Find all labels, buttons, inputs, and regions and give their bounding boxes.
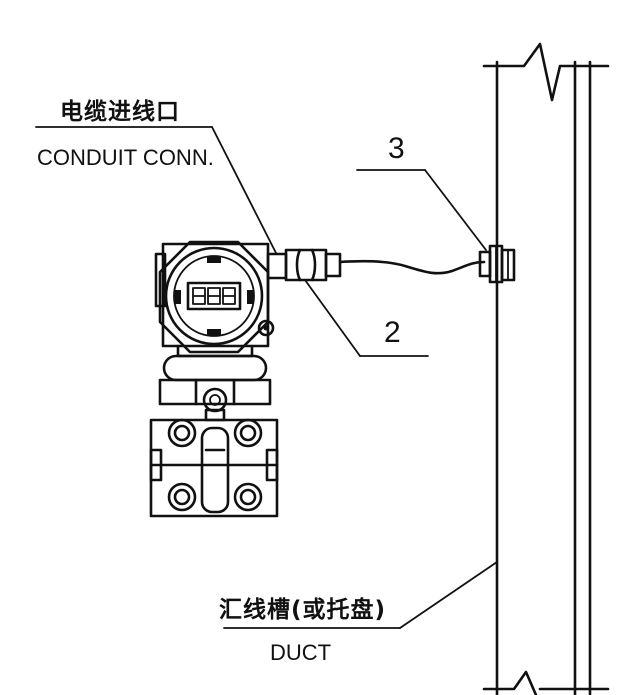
transmitter — [149, 240, 279, 518]
duct-structure — [482, 42, 610, 695]
conduit-label-cn: 电缆进线口 — [60, 99, 180, 125]
callout-2: 2 — [384, 316, 401, 349]
display-digits — [192, 287, 236, 305]
conduit-label-en: CONDUIT CONN. — [37, 145, 214, 170]
duct-label-cn: 汇线槽(或托盘) — [219, 597, 387, 623]
leader-lines — [35, 126, 498, 629]
duct-label-en: DUCT — [270, 640, 332, 665]
conduit-connector — [266, 248, 342, 282]
cable — [338, 259, 486, 275]
callout-3: 3 — [388, 132, 405, 165]
cable-gland — [478, 244, 516, 284]
